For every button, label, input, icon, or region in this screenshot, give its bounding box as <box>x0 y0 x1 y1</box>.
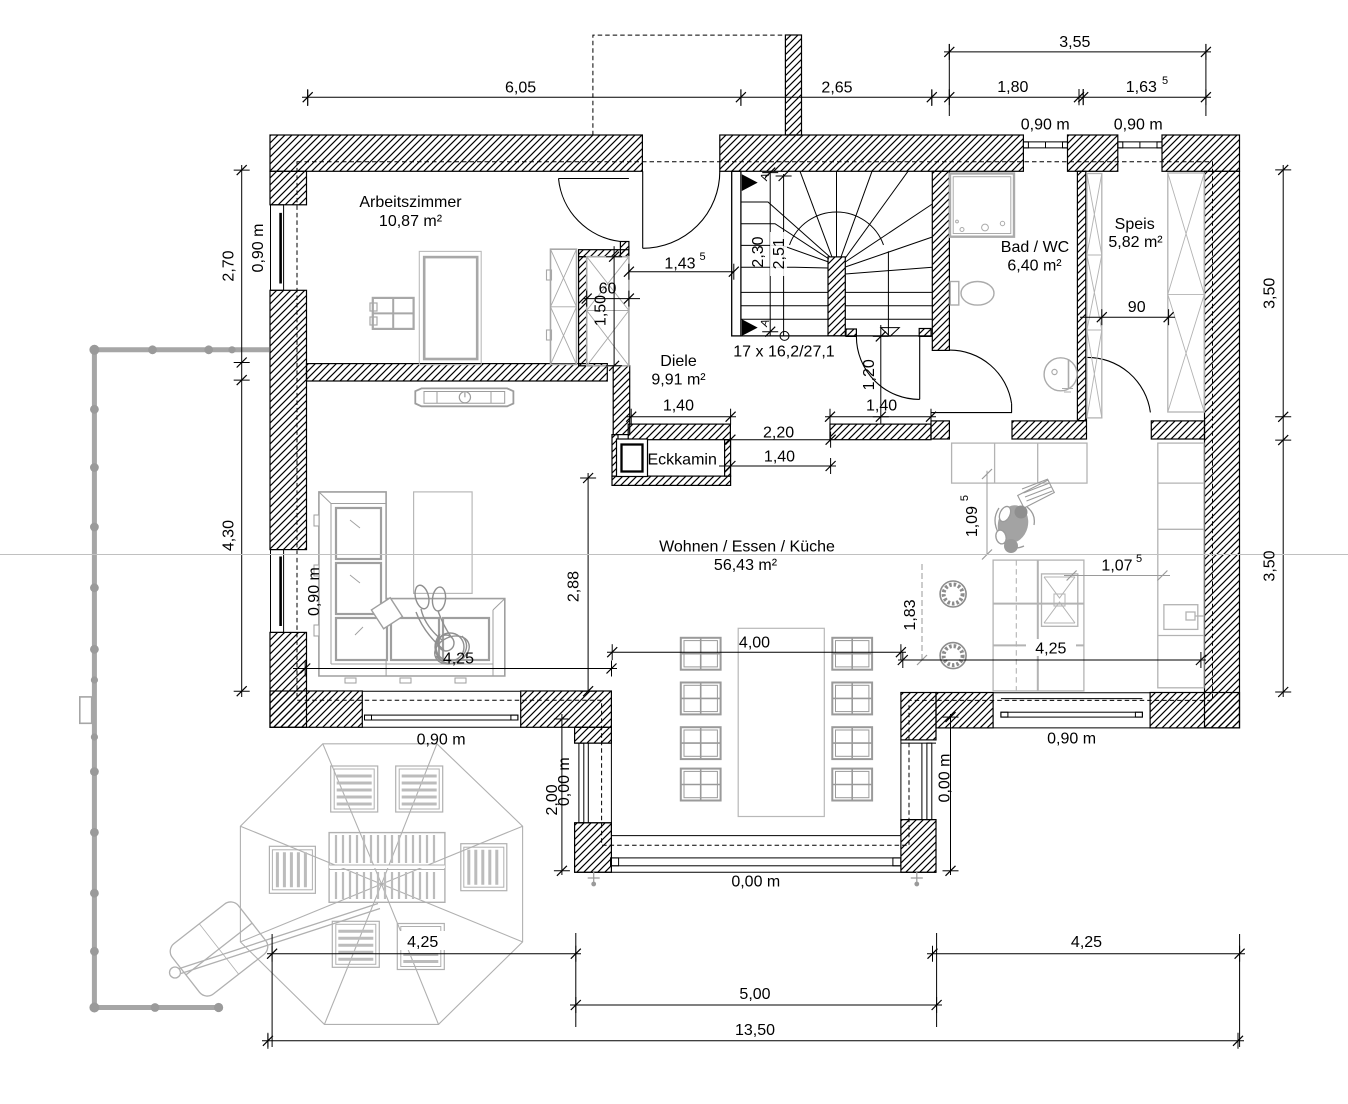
svg-text:1,43: 1,43 <box>664 256 695 273</box>
svg-text:1,40: 1,40 <box>764 449 795 466</box>
svg-text:Wohnen / Essen / Küche: Wohnen / Essen / Küche <box>659 539 835 556</box>
svg-text:Bad / WC: Bad / WC <box>1001 239 1069 256</box>
svg-text:Speis: Speis <box>1115 216 1155 233</box>
svg-text:5: 5 <box>699 251 705 263</box>
svg-text:4,30: 4,30 <box>220 520 237 551</box>
svg-text:3,50: 3,50 <box>1262 550 1279 581</box>
svg-text:2,00: 2,00 <box>544 784 561 815</box>
svg-text:1,80: 1,80 <box>997 79 1028 96</box>
svg-text:0,00 m: 0,00 m <box>937 754 954 803</box>
svg-text:2,65: 2,65 <box>821 80 852 97</box>
svg-text:90: 90 <box>1128 299 1146 316</box>
svg-text:0,90 m: 0,90 m <box>1114 117 1163 134</box>
svg-text:2,70: 2,70 <box>220 250 237 281</box>
svg-text:1,07: 1,07 <box>1101 558 1132 575</box>
svg-text:5,82 m²: 5,82 m² <box>1108 234 1163 251</box>
svg-text:0,00 m: 0,00 m <box>556 757 573 806</box>
svg-text:1,40: 1,40 <box>663 398 694 415</box>
svg-text:10,87 m²: 10,87 m² <box>379 213 443 230</box>
svg-text:2,20: 2,20 <box>763 425 794 442</box>
svg-text:5: 5 <box>1136 553 1142 565</box>
svg-text:9,91 m²: 9,91 m² <box>651 372 706 389</box>
svg-text:Diele: Diele <box>660 353 697 370</box>
svg-text:6,05: 6,05 <box>505 80 536 97</box>
svg-text:56,43 m²: 56,43 m² <box>714 557 778 574</box>
svg-text:60: 60 <box>599 281 617 298</box>
svg-text:4,25: 4,25 <box>443 651 474 668</box>
svg-text:0,90 m: 0,90 m <box>1047 731 1096 748</box>
svg-text:0,90 m: 0,90 m <box>417 732 466 749</box>
svg-text:3,55: 3,55 <box>1059 34 1090 51</box>
svg-text:0,00 m: 0,00 m <box>731 874 780 891</box>
svg-text:1,40: 1,40 <box>866 398 897 415</box>
svg-text:1,09: 1,09 <box>964 506 981 537</box>
svg-text:0,90 m: 0,90 m <box>250 224 267 273</box>
svg-text:A: A <box>758 317 772 329</box>
svg-text:5: 5 <box>1162 75 1168 87</box>
svg-text:4,25: 4,25 <box>1071 934 1102 951</box>
svg-text:Arbeitszimmer: Arbeitszimmer <box>359 194 462 211</box>
svg-text:4,00: 4,00 <box>739 634 770 651</box>
svg-text:0,90 m: 0,90 m <box>1021 117 1070 134</box>
svg-text:2,30: 2,30 <box>750 236 767 267</box>
svg-text:4,25: 4,25 <box>1035 641 1066 658</box>
svg-text:0,90 m: 0,90 m <box>306 567 323 616</box>
svg-text:5,00: 5,00 <box>739 986 770 1003</box>
svg-text:4,25: 4,25 <box>407 934 438 951</box>
svg-text:3,50: 3,50 <box>1262 278 1279 309</box>
svg-text:1,20: 1,20 <box>861 359 878 390</box>
svg-text:6,40 m²: 6,40 m² <box>1007 258 1062 275</box>
svg-text:1,83: 1,83 <box>902 599 919 630</box>
svg-text:17 x 16,2/27,1: 17 x 16,2/27,1 <box>733 344 835 361</box>
svg-text:1,63: 1,63 <box>1126 79 1157 96</box>
svg-text:A: A <box>758 171 772 183</box>
svg-text:2,88: 2,88 <box>566 571 583 602</box>
svg-text:Eckkamin: Eckkamin <box>648 452 717 469</box>
svg-text:2,51: 2,51 <box>771 238 788 269</box>
svg-text:5: 5 <box>959 495 971 501</box>
svg-text:13,50: 13,50 <box>735 1022 775 1039</box>
svg-text:1,50: 1,50 <box>593 295 610 326</box>
